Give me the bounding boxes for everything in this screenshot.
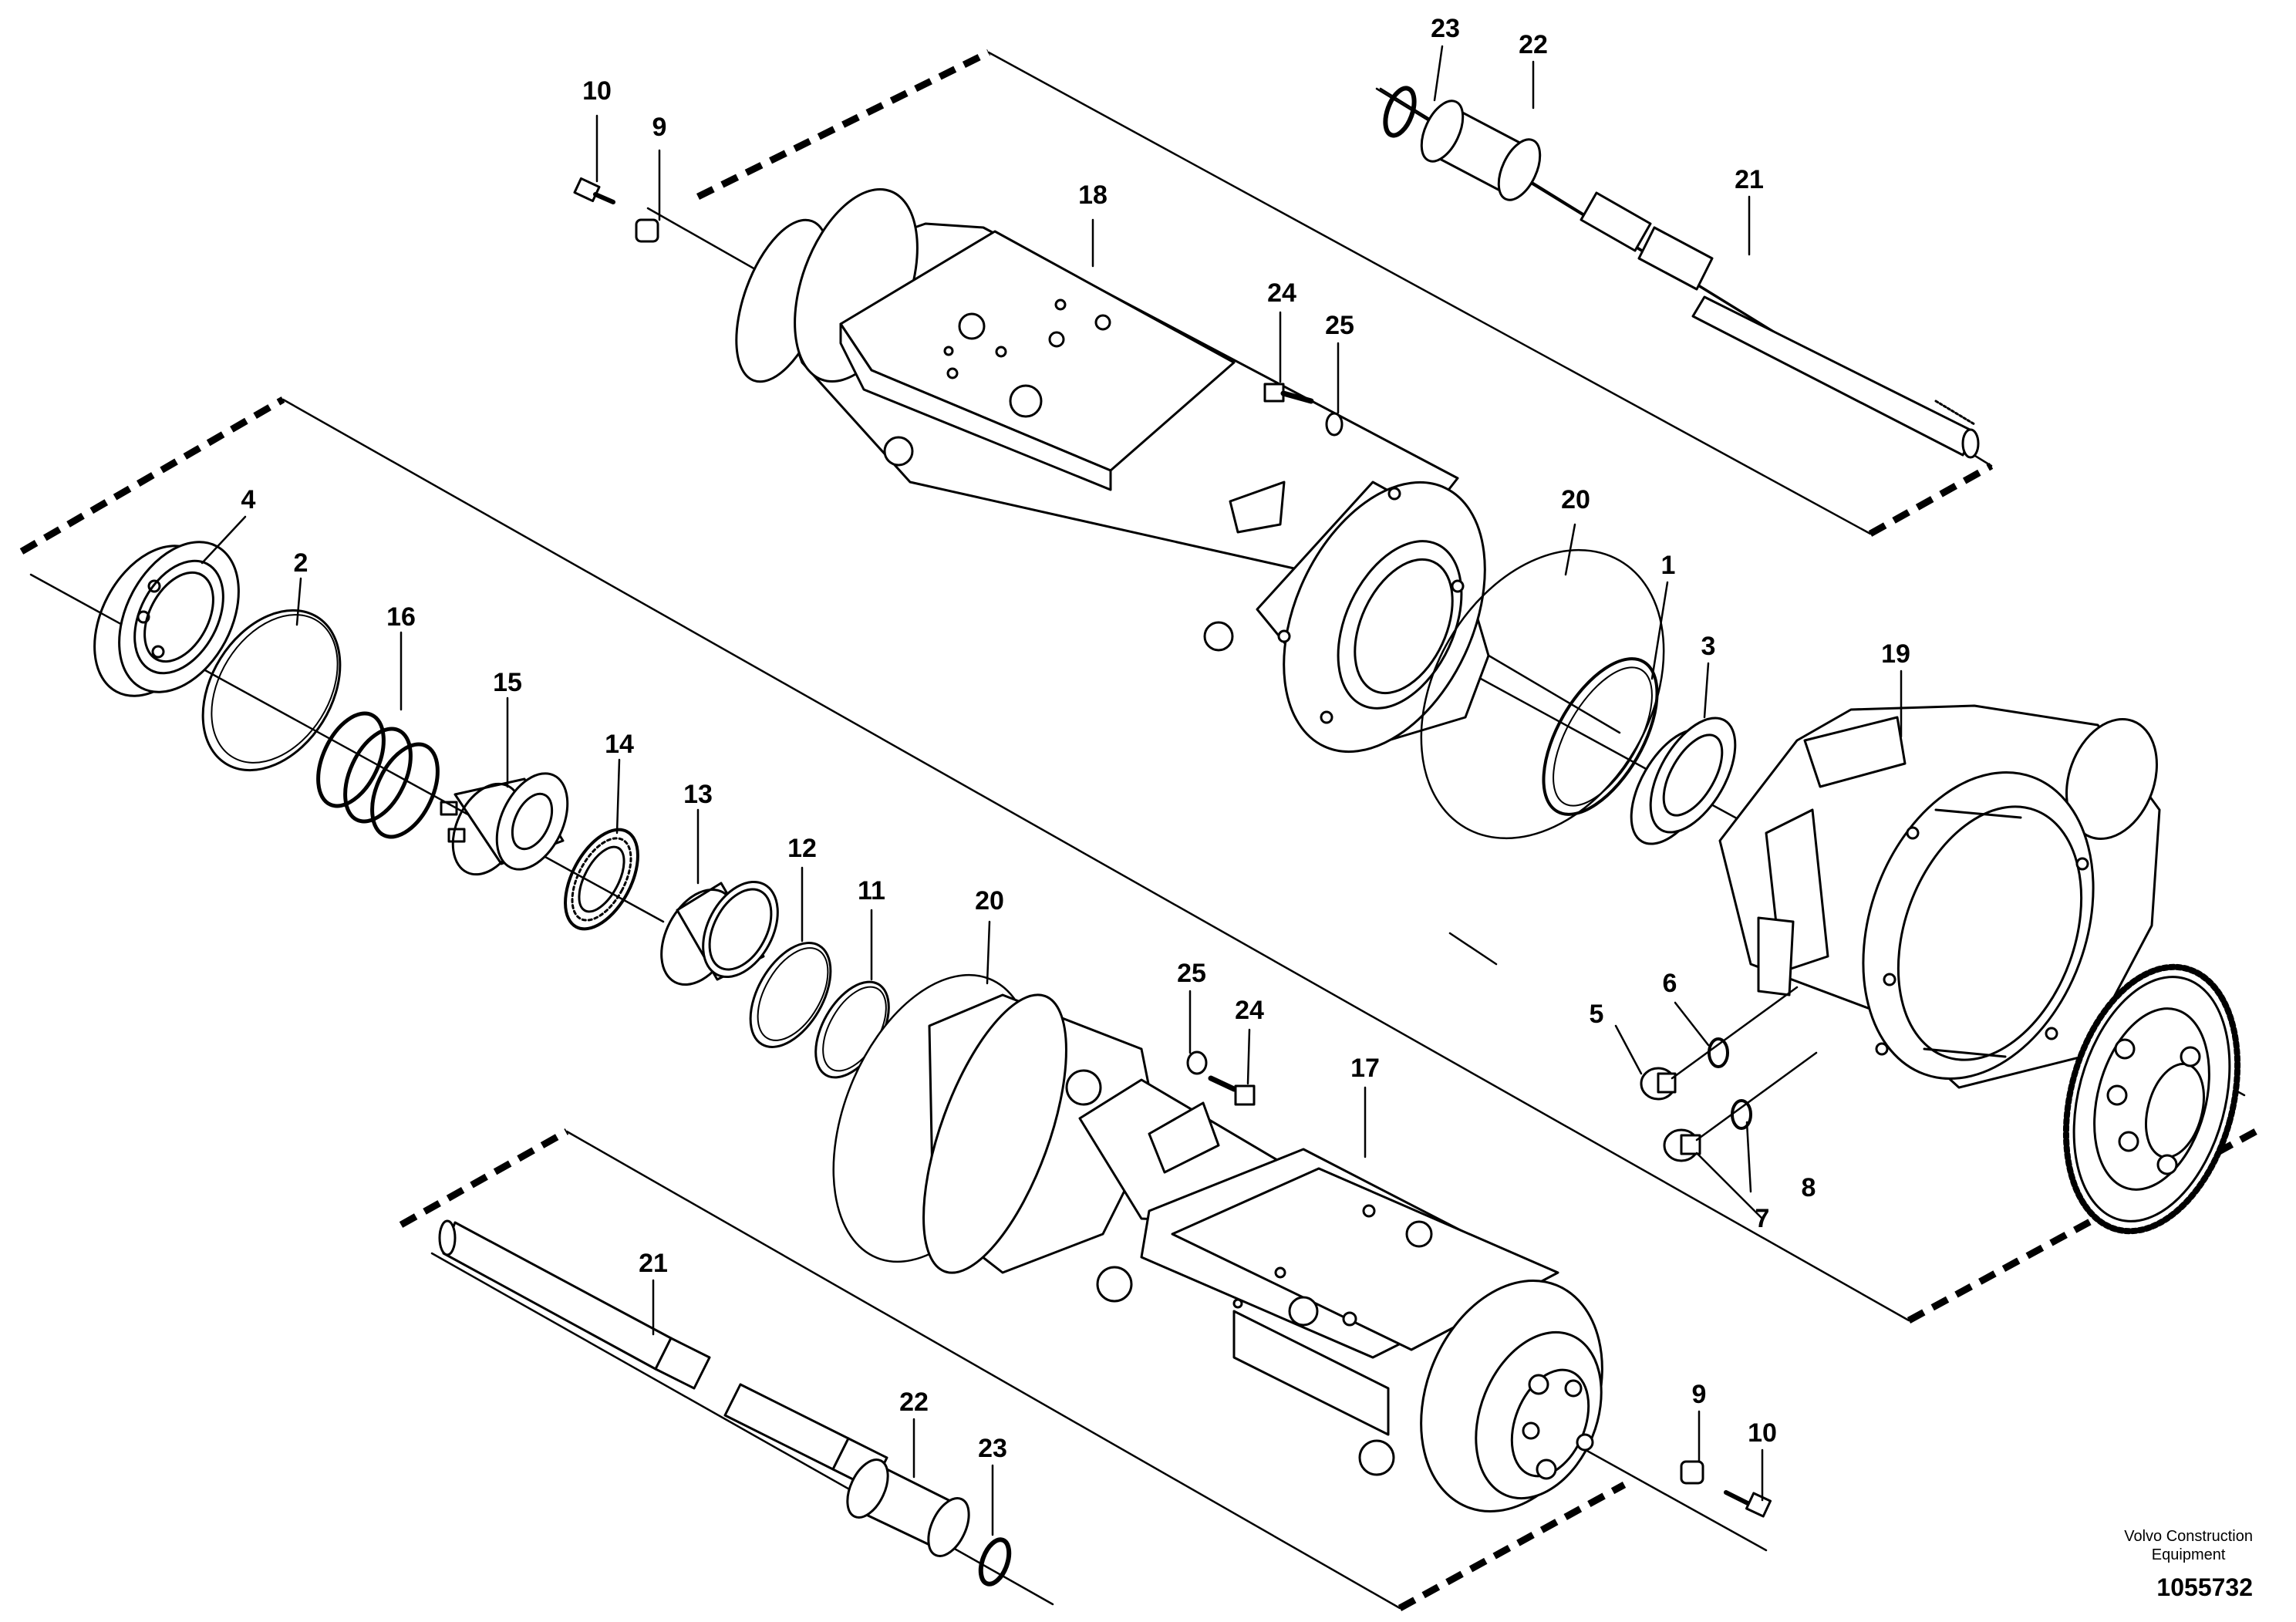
- spline-hub-part-15: [440, 772, 569, 876]
- callout-22-upper: 22: [1519, 30, 1548, 59]
- callout-6: 6: [1662, 969, 1677, 998]
- axle-housing-part-18: [735, 188, 1490, 754]
- axle-housing-part-17: [832, 973, 1603, 1513]
- callout-2: 2: [293, 548, 308, 578]
- callout-25-upper: 25: [1325, 311, 1354, 340]
- callout-24-lower: 24: [1235, 996, 1264, 1025]
- snap-rings-part-16: [316, 711, 440, 839]
- bushing-part-22-upper: [1420, 99, 1542, 201]
- credit-line-2: Equipment: [2151, 1546, 2226, 1563]
- callout-9-lower: 9: [1691, 1380, 1707, 1409]
- callout-24-upper: 24: [1267, 278, 1296, 308]
- o-ring-part-1: [1542, 657, 1659, 816]
- washer-part-25-upper: [1325, 412, 1344, 437]
- bolt-part-10-upper: [573, 177, 615, 204]
- ring-gear: [2062, 963, 2241, 1235]
- callout-23-upper: 23: [1431, 14, 1460, 43]
- callout-21-lower: 21: [639, 1249, 668, 1278]
- callout-7: 7: [1755, 1204, 1770, 1233]
- taper-bearing-part-3: [1630, 717, 1737, 845]
- bolt-part-24-lower: [1208, 1075, 1256, 1106]
- shaft-part-21-lower: [438, 1219, 888, 1490]
- manufacturer-credit: Volvo Construction Equipment: [2124, 1527, 2253, 1564]
- callout-19: 19: [1881, 639, 1910, 669]
- callout-20-lower: 20: [975, 886, 1004, 916]
- callout-16: 16: [386, 602, 416, 632]
- circlip-part-23-upper: [1383, 86, 1417, 138]
- callout-14: 14: [605, 730, 634, 759]
- bushing-part-22-lower: [846, 1458, 970, 1557]
- callout-23-lower: 23: [978, 1434, 1007, 1463]
- callout-9-upper: 9: [652, 113, 667, 142]
- callout-25-lower: 25: [1177, 959, 1206, 988]
- callout-22-lower: 22: [899, 1388, 929, 1417]
- callout-15: 15: [493, 668, 522, 697]
- bearing-part-4: [93, 541, 240, 697]
- callout-13: 13: [683, 780, 713, 809]
- callout-10-upper: 10: [582, 76, 612, 106]
- bolt-part-24-upper: [1263, 383, 1314, 404]
- callout-3: 3: [1701, 632, 1716, 661]
- circlip-part-23-lower: [978, 1537, 1012, 1587]
- callout-10-lower: 10: [1748, 1418, 1777, 1448]
- callout-12: 12: [787, 834, 817, 863]
- callout-4: 4: [241, 485, 256, 514]
- callout-17: 17: [1350, 1054, 1380, 1083]
- callout-11: 11: [858, 876, 885, 905]
- differential-carrier-part-19: [1718, 704, 2161, 1089]
- shaft-part-21-upper: [1580, 191, 1980, 459]
- sleeve-part-13: [660, 880, 779, 986]
- bolt-part-10-lower: [1724, 1490, 1772, 1518]
- credit-line-1: Volvo Construction: [2124, 1528, 2253, 1545]
- plug-part-7: [1663, 1128, 1701, 1162]
- callout-20-upper: 20: [1561, 485, 1590, 514]
- callout-1: 1: [1660, 551, 1676, 580]
- washer-part-8: [1731, 1099, 1752, 1130]
- thrust-bearing-part-14: [564, 828, 639, 931]
- callout-18: 18: [1078, 180, 1108, 210]
- callout-8: 8: [1801, 1173, 1816, 1202]
- o-ring-part-12: [749, 942, 832, 1048]
- washer-part-6: [1708, 1037, 1729, 1068]
- spacer-part-9-upper: [635, 218, 659, 243]
- plug-part-5: [1640, 1067, 1677, 1101]
- spacer-part-9-lower: [1680, 1460, 1704, 1485]
- callout-5: 5: [1589, 1000, 1604, 1029]
- washer-part-25-lower: [1186, 1050, 1208, 1075]
- leader-lines: [201, 45, 1903, 1536]
- callout-21-upper: 21: [1735, 165, 1764, 194]
- document-number: 1055732: [2156, 1573, 2253, 1601]
- o-ring-part-2: [201, 609, 342, 772]
